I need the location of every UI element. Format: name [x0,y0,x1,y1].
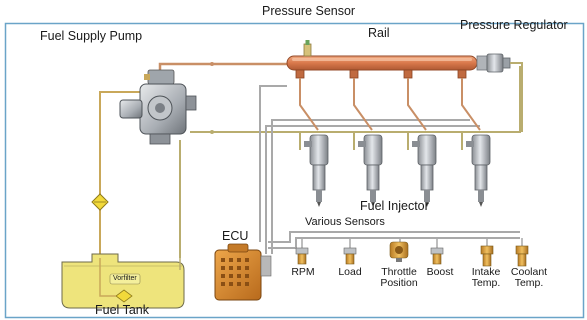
sensor-label-intake-temp: Intake Temp. [471,266,501,290]
return-line [190,66,521,150]
flow-dot [210,62,214,66]
sensor-icon [389,241,409,262]
injector-icon [358,134,383,207]
flow-dot [210,130,214,134]
sensor-label-coolant-temp: Coolant Temp. [510,266,548,290]
high-pressure-line [158,62,287,72]
sensor-label-load: Load [338,266,362,278]
injector-icon [304,134,329,207]
sensor-icon [515,245,529,267]
label-pressure-sensor: Pressure Sensor [262,4,356,18]
sensor-icon [295,247,309,265]
sensor-label-throttle-position: Throttle Position [380,266,418,290]
fuel-tank-icon [61,253,185,309]
filter-icon [91,193,109,211]
sensor-icon [430,247,444,265]
label-fuel-injector: Fuel Injector [360,199,429,213]
label-various-sensors: Various Sensors [305,216,385,228]
injector-feed-lines [299,78,481,131]
label-tank-filter: Vorfilter [113,275,137,282]
sensor-label-rpm: RPM [291,266,315,278]
label-rail: Rail [368,26,390,40]
regulator-return [510,62,523,132]
label-fuel-supply-pump: Fuel Supply Pump [40,29,143,43]
sensor-icon [480,245,494,267]
label-ecu: ECU [222,229,249,243]
injector-icon [466,134,491,207]
ecu-icon [214,243,272,301]
label-pressure-regulator: Pressure Regulator [460,18,568,32]
injector-icon [412,134,437,207]
sensor-label-boost: Boost [426,266,454,278]
control-wiring [259,85,520,254]
sensor-icon [343,247,357,265]
pressure-sensor-icon [303,40,312,57]
fuel-pump-icon [119,69,197,145]
label-fuel-tank: Fuel Tank [95,303,149,317]
